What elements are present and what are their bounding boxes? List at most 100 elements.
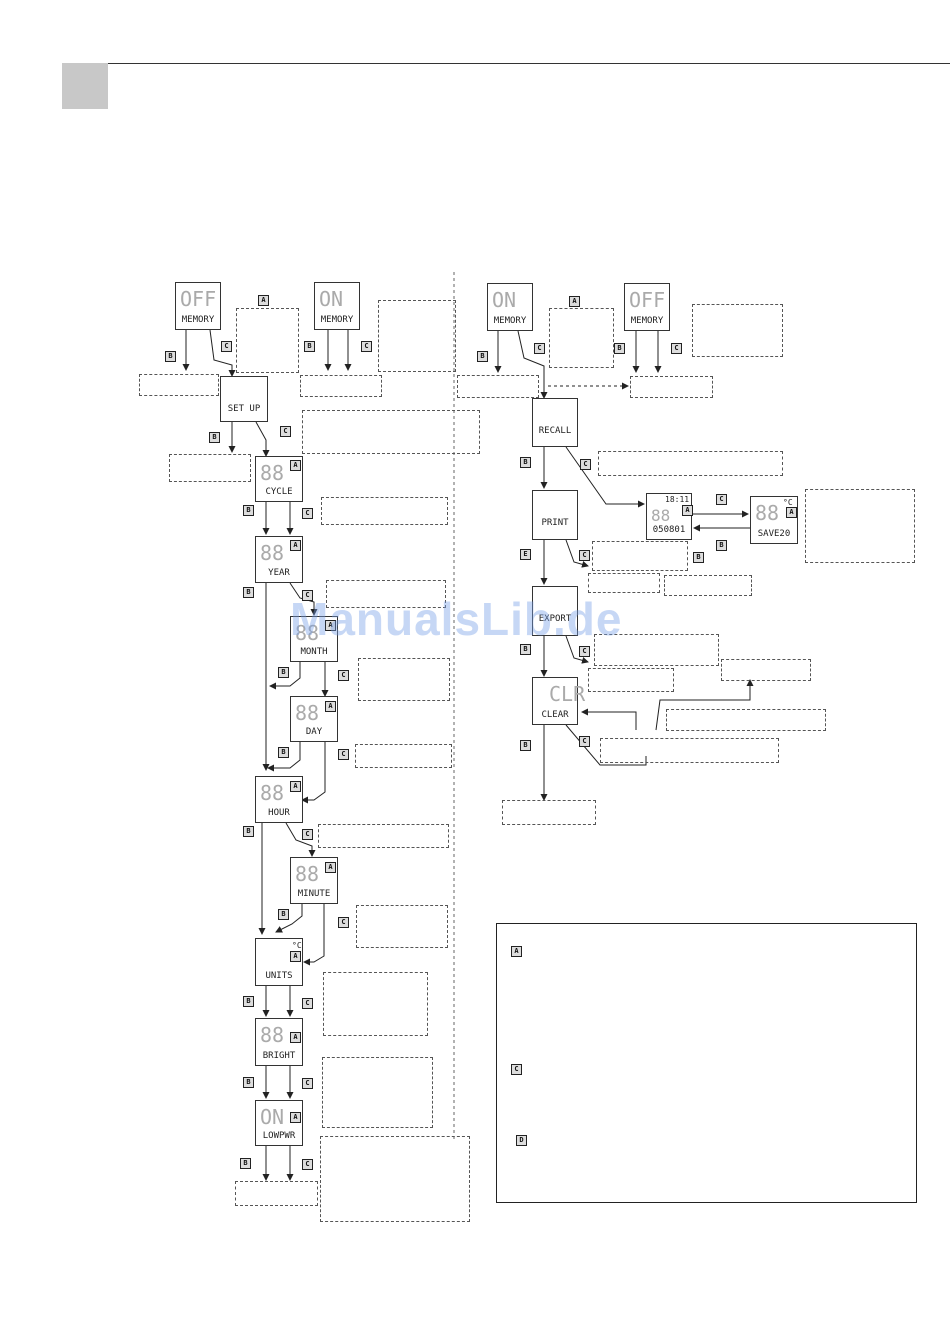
key-b-icon: B [243, 826, 254, 837]
key-b-icon: B [477, 351, 488, 362]
record-time: 18:11 [665, 495, 690, 504]
note-box [666, 709, 826, 731]
key-c-icon: C [302, 1159, 313, 1170]
note-box [326, 580, 446, 608]
day-screen: 88 DAY [290, 696, 338, 742]
note-box [323, 972, 428, 1036]
memory-off-screen: OFF MEMORY [175, 282, 221, 330]
note-box [457, 375, 539, 398]
key-b-icon: B [693, 552, 704, 563]
key-c-icon: C [579, 736, 590, 747]
setup-screen: SET UP [220, 376, 268, 422]
key-c-icon: C [361, 341, 372, 352]
memory-off-label: MEMORY [181, 315, 215, 325]
lowpwr-screen: ON LOWPWR [255, 1100, 303, 1146]
note-box [598, 451, 783, 476]
key-a-icon: A [290, 460, 301, 471]
day-digits: 88 [295, 701, 320, 725]
note-box [358, 658, 450, 701]
setup-label: SET UP [227, 404, 261, 414]
recall-memory-off-screen: OFF MEMORY [624, 283, 670, 331]
key-a-icon: A [290, 1112, 301, 1123]
print-screen: PRINT [532, 490, 578, 540]
recall-screen: RECALL [532, 398, 578, 447]
save-label: SAVE20 [757, 529, 791, 539]
note-box [692, 304, 783, 357]
recall-memory-off-label: MEMORY [630, 316, 664, 326]
export-label: EXPORT [538, 614, 572, 624]
key-a-icon: A [290, 540, 301, 551]
key-c-icon: C [579, 550, 590, 561]
key-b-icon: B [243, 587, 254, 598]
key-c-icon: C [511, 1064, 522, 1075]
note-box [300, 375, 382, 397]
note-box [320, 1136, 470, 1222]
lowpwr-digits: ON [260, 1105, 285, 1129]
clear-label: CLEAR [541, 710, 569, 720]
month-digits: 88 [295, 621, 320, 645]
note-box [235, 1181, 318, 1206]
key-a-icon: A [258, 295, 269, 306]
key-e-icon: E [520, 549, 531, 560]
key-a-icon: A [325, 862, 336, 873]
memory-off-digits: OFF [180, 287, 217, 311]
key-a-icon: A [325, 701, 336, 712]
key-c-icon: C [221, 341, 232, 352]
key-c-icon: C [280, 426, 291, 437]
year-label: YEAR [268, 568, 290, 578]
note-box [321, 497, 448, 525]
note-box [322, 1057, 433, 1128]
key-b-icon: B [243, 996, 254, 1007]
bright-screen: 88 BRIGHT [255, 1018, 303, 1066]
key-b-icon: B [240, 1158, 251, 1169]
note-box [588, 668, 674, 692]
save-unit: °C [783, 498, 793, 507]
note-box [502, 800, 596, 825]
key-b-icon: B [209, 432, 220, 443]
export-screen: EXPORT [532, 586, 578, 636]
key-b-icon: B [520, 457, 531, 468]
key-c-icon: C [302, 829, 313, 840]
key-a-icon: A [290, 781, 301, 792]
units-label: UNITS [265, 971, 293, 981]
legend-box: A C D [496, 923, 917, 1203]
hour-digits: 88 [260, 781, 285, 805]
key-b-icon: B [278, 909, 289, 920]
note-box [600, 738, 779, 763]
key-c-icon: C [302, 590, 313, 601]
key-a-icon: A [325, 620, 336, 631]
header-rule [108, 63, 950, 64]
note-box [302, 410, 480, 454]
key-b-icon: B [278, 667, 289, 678]
key-c-icon: C [338, 749, 349, 760]
recall-label: RECALL [538, 426, 572, 436]
month-label: MONTH [300, 647, 328, 657]
note-box [805, 489, 915, 563]
key-b-icon: B [243, 1077, 254, 1088]
note-box [594, 634, 719, 666]
key-a-icon: A [569, 296, 580, 307]
recall-memory-on-label: MEMORY [493, 316, 527, 326]
print-label: PRINT [541, 518, 569, 528]
key-b-icon: B [165, 351, 176, 362]
bright-digits: 88 [260, 1023, 285, 1047]
key-c-icon: C [580, 459, 591, 470]
cycle-digits: 88 [260, 461, 285, 485]
save-screen: °C 88 SAVE20 [750, 496, 798, 544]
key-b-icon: B [614, 343, 625, 354]
save-digits: 88 [755, 501, 780, 525]
note-box [630, 376, 713, 398]
key-d-icon: D [516, 1135, 527, 1146]
bright-label: BRIGHT [262, 1051, 296, 1061]
key-c-icon: C [338, 670, 349, 681]
key-c-icon: C [579, 646, 590, 657]
record-digits: 88 [651, 506, 671, 525]
cycle-label: CYCLE [265, 487, 293, 497]
units-screen: °C UNITS [255, 938, 303, 986]
key-c-icon: C [671, 343, 682, 354]
key-b-icon: B [520, 644, 531, 655]
note-box [356, 905, 448, 948]
key-a-icon: A [511, 946, 522, 957]
key-c-icon: C [338, 917, 349, 928]
